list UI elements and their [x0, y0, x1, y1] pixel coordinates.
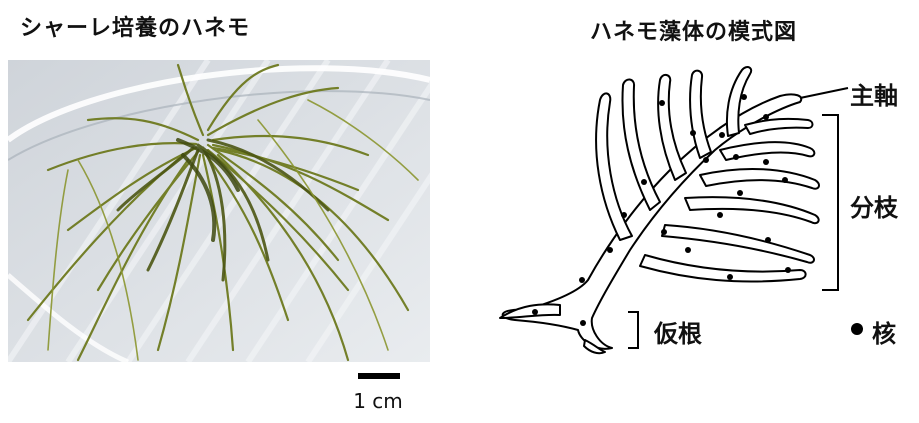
branch-4 — [690, 71, 711, 158]
scale-bar — [358, 373, 400, 379]
branch-9 — [685, 197, 819, 223]
branch-8 — [700, 169, 819, 189]
main-axis-leader — [800, 88, 848, 98]
thallus-schematic — [440, 50, 919, 419]
nucleus-legend-dot-icon — [851, 323, 863, 335]
photo-title: シャーレ培養のハネモ — [20, 10, 250, 42]
branch-3 — [658, 75, 686, 180]
rhizoid-label: 仮根 — [654, 314, 702, 349]
nucleus-label: 核 — [872, 314, 896, 349]
petri-dish-photo — [8, 60, 430, 362]
scale-bar-label: 1 cm — [330, 389, 426, 413]
branch-11 — [640, 255, 806, 281]
scale-bar-group: 1 cm — [330, 373, 426, 419]
branch-2 — [622, 79, 660, 210]
diagram-title: ハネモ藻体の模式図 — [590, 14, 797, 46]
branches-bracket — [822, 115, 838, 290]
branches-label: 分枝 — [850, 188, 898, 223]
rhizoid-bracket — [628, 312, 638, 348]
branch-10 — [662, 225, 814, 263]
main-axis-label: 主軸 — [850, 76, 898, 111]
